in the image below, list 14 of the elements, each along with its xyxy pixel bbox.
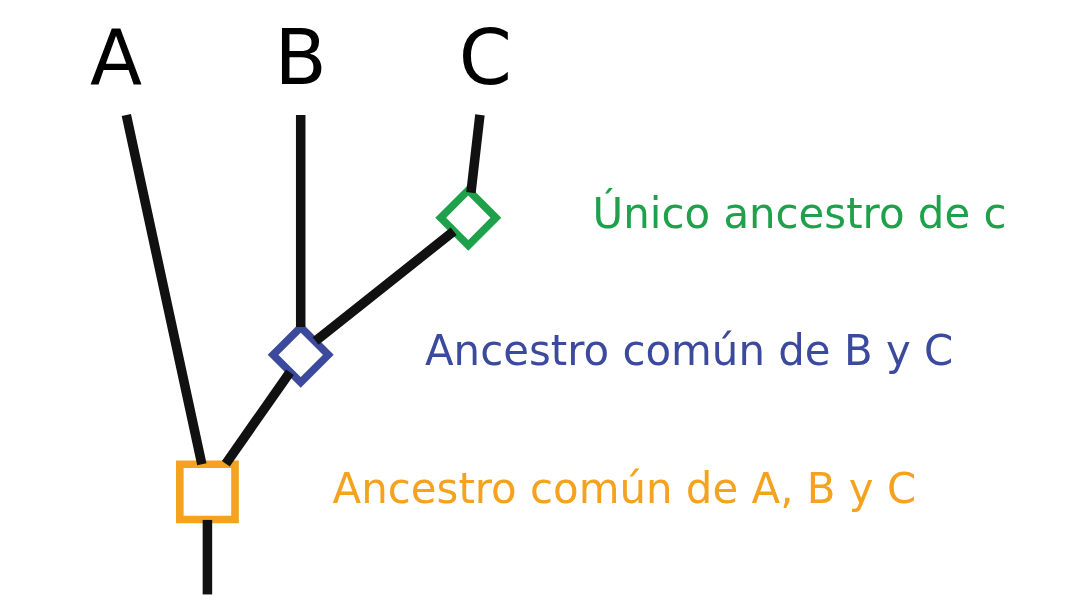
- connector: [312, 227, 457, 345]
- node-text: A: [89, 13, 142, 103]
- connector: [465, 114, 485, 194]
- node-label: Único ancestro de c: [592, 189, 1007, 239]
- node-text: B: [274, 13, 327, 103]
- node-label: Ancestro común de B y C: [424, 326, 953, 376]
- node-diamond: [434, 184, 501, 251]
- connector: [121, 114, 206, 466]
- connector: [295, 114, 305, 328]
- node-box: [175, 460, 239, 524]
- node-text: C: [458, 13, 512, 103]
- node-label: Ancestro común de A, B y C: [332, 463, 916, 513]
- connector: [221, 369, 294, 467]
- connector: [202, 519, 212, 595]
